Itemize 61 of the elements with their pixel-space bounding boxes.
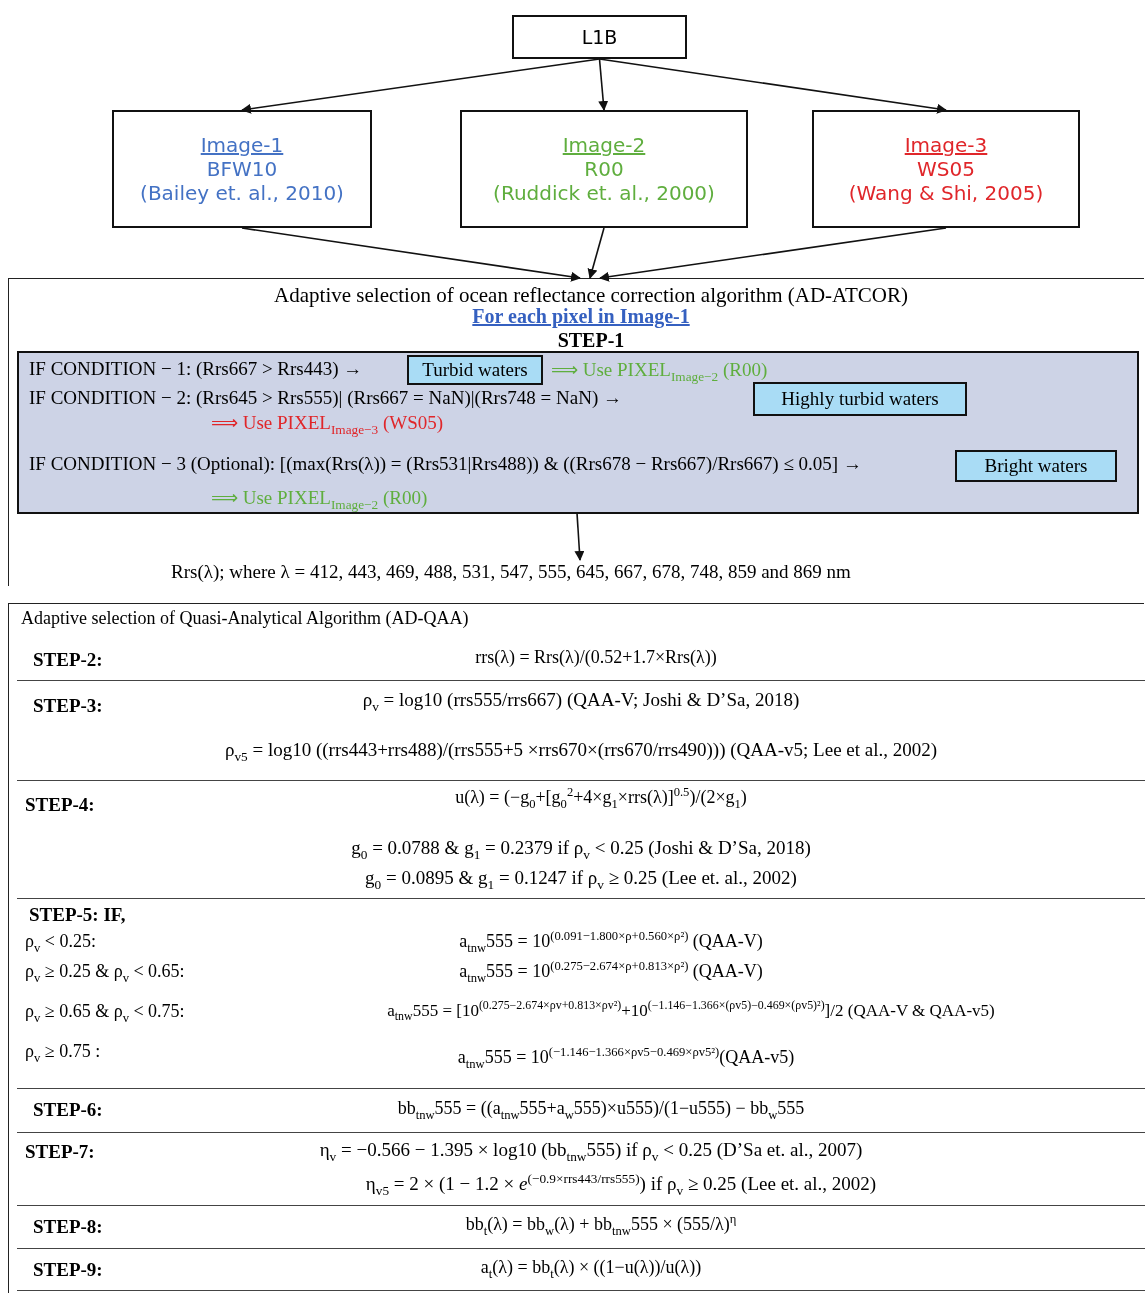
formula-text: Rrs(λ); where λ = 412, 443, 469, 488, 531, 547, 555, 645, 667, 678, 748, 859 and 869 nm	[171, 561, 851, 583]
step-label: STEP-6:	[33, 1099, 103, 1121]
panel-heading: Adaptive selection of ocean reflectance correction algorithm (AD-ATCOR)	[274, 283, 908, 308]
step-label: STEP-5: IF,	[29, 904, 126, 926]
image-box	[812, 110, 1080, 228]
box-text: (Wang & Shi, 2005)	[848, 181, 1044, 205]
condition-text: IF CONDITION − 1: (Rrs667 > Rrs443) →	[29, 358, 363, 380]
arrow	[574, 512, 585, 561]
result-box: Turbid waters	[407, 355, 543, 385]
formula-text: a$_{tnw}$555 = 10$^{(0.091−1.800×ρ+0.560×ρ²)}$ (QAA-V)	[459, 931, 763, 952]
condition-panel	[17, 351, 1139, 514]
result-box: Highly turbid waters	[753, 382, 967, 416]
source-box: L1B	[512, 15, 687, 59]
formula-text: η$_{v}$ = −0.566 − 1.395 × log10 (bb$_{tnw}$555) if ρ$_{v}$ < 0.25 (D’Sa et. al., 2007)	[319, 1139, 863, 1161]
panel-heading: Adaptive selection of Quasi-Analytical Algorithm (AD-QAA)	[21, 608, 469, 629]
box-text: WS05	[917, 157, 975, 181]
process-panel	[8, 603, 1144, 1293]
image-title: Image-3	[904, 133, 988, 157]
image-title: Image-1	[200, 133, 284, 157]
step-label: STEP-7:	[25, 1141, 95, 1163]
arrow	[598, 58, 947, 114]
formula-text: ρ$_{v5}$ = log10 ((rrs443+rrs488)/(rrs555+5 ×rrs670×(rrs670/rrs490))) (QAA-v5; Lee et al., 2002)	[224, 739, 938, 761]
formula-text: a$_{t}$(λ) = bb$_{t}$(λ) × ((1−u(λ))/u(λ))	[480, 1257, 702, 1278]
arrow	[598, 58, 609, 111]
arrow	[587, 227, 605, 279]
process-panel	[8, 278, 1144, 586]
box-text: BFW10	[206, 157, 278, 181]
step-label: STEP-1	[557, 329, 625, 352]
step-label: STEP-8:	[33, 1216, 103, 1238]
formula-text: ρ$_{v}$ = log10 (rrs555/rrs667) (QAA-V; Joshi & D’Sa, 2018)	[362, 689, 800, 711]
condition-text: ρ$_{v}$ < 0.25:	[25, 931, 96, 952]
condition-text: ρ$_{v}$ ≥ 0.75 :	[25, 1041, 101, 1062]
link-text: For each pixel in Image-1	[472, 305, 690, 328]
result-box: Bright waters	[955, 450, 1117, 482]
image-title: Image-2	[562, 133, 646, 157]
box-text: R00	[584, 157, 624, 181]
box-text: (Bailey et. al., 2010)	[140, 181, 344, 205]
formula-text: a$_{tnw}$555 = 10$^{(−1.146−1.366×ρv5−0.469×ρv5²)}$(QAA-v5)	[457, 1047, 795, 1068]
condition-text: ρ$_{v}$ ≥ 0.25 & ρ$_{v}$ < 0.65:	[25, 961, 185, 982]
condition-text: IF CONDITION − 3 (Optional): [(max(Rrs(λ)) = (Rrs531|Rrs488)) & ((Rrs678 − Rrs667)/Rrs667) ≤ 0.05] →	[29, 453, 862, 475]
step-label: STEP-2:	[33, 649, 103, 671]
arrow	[241, 58, 601, 114]
formula-text: bb$_{t}$(λ) = bb$_{w}$(λ) + bb$_{tnw}$555 × (555/λ)$^{η}$	[465, 1214, 737, 1235]
condition-text: ρ$_{v}$ ≥ 0.65 & ρ$_{v}$ < 0.75:	[25, 1001, 185, 1022]
formula-text: a$_{tnw}$555 = 10$^{(0.275−2.674×ρ+0.813×ρ²)}$ (QAA-V)	[459, 961, 763, 982]
condition-text: IF CONDITION − 2: (Rrs645 > Rrs555)| (Rrs667 = NaN)|(Rrs748 = NaN) →	[29, 387, 622, 409]
step-label: STEP-4:	[25, 794, 95, 816]
image-box	[460, 110, 748, 228]
box-text: (Ruddick et. al., 2000)	[493, 181, 715, 205]
formula-text: bb$_{tnw}$555 = ((a$_{tnw}$555+a$_{w}$555)×u555)/(1−u555) − bb$_{w}$555	[397, 1098, 805, 1119]
step-label: STEP-3:	[33, 695, 103, 717]
formula-text: a$_{tnw}$555 = [10$^{(0.275−2.674×ρv+0.813×ρv²)}$+10$^{(−1.146−1.366×(ρv5)−0.469×(ρv5)²)}$]/2 (QAA-V & QAA-v5)	[387, 1001, 995, 1021]
formula-text: rrs(λ) = Rrs(λ)/(0.52+1.7×Rrs(λ))	[475, 647, 717, 668]
step-label: STEP-9:	[33, 1259, 103, 1281]
formula-text: g$_{0}$ = 0.0895 & g$_{1}$ = 0.1247 if ρ$_{v}$ ≥ 0.25 (Lee et. al., 2002)	[365, 867, 797, 889]
formula-text: η$_{v5}$ = 2 × (1 − 1.2 × e$^{(−0.9×rrs443/rrs555)}$) if ρ$_{v}$ ≥ 0.25 (Lee et. al., 2002)	[365, 1173, 877, 1195]
arrow	[241, 227, 581, 282]
formula-text: u(λ) = (−g$_{0}$+[g$_{0}$$^{2}$+4×g$_{1}$×rrs(λ)]$^{0.5}$)/(2×g$_{1}$)	[455, 787, 747, 808]
image-box	[112, 110, 372, 228]
formula-text: g$_{0}$ = 0.0788 & g$_{1}$ = 0.2379 if ρ$_{v}$ < 0.25 (Joshi & D’Sa, 2018)	[351, 837, 811, 859]
arrow	[599, 227, 947, 282]
